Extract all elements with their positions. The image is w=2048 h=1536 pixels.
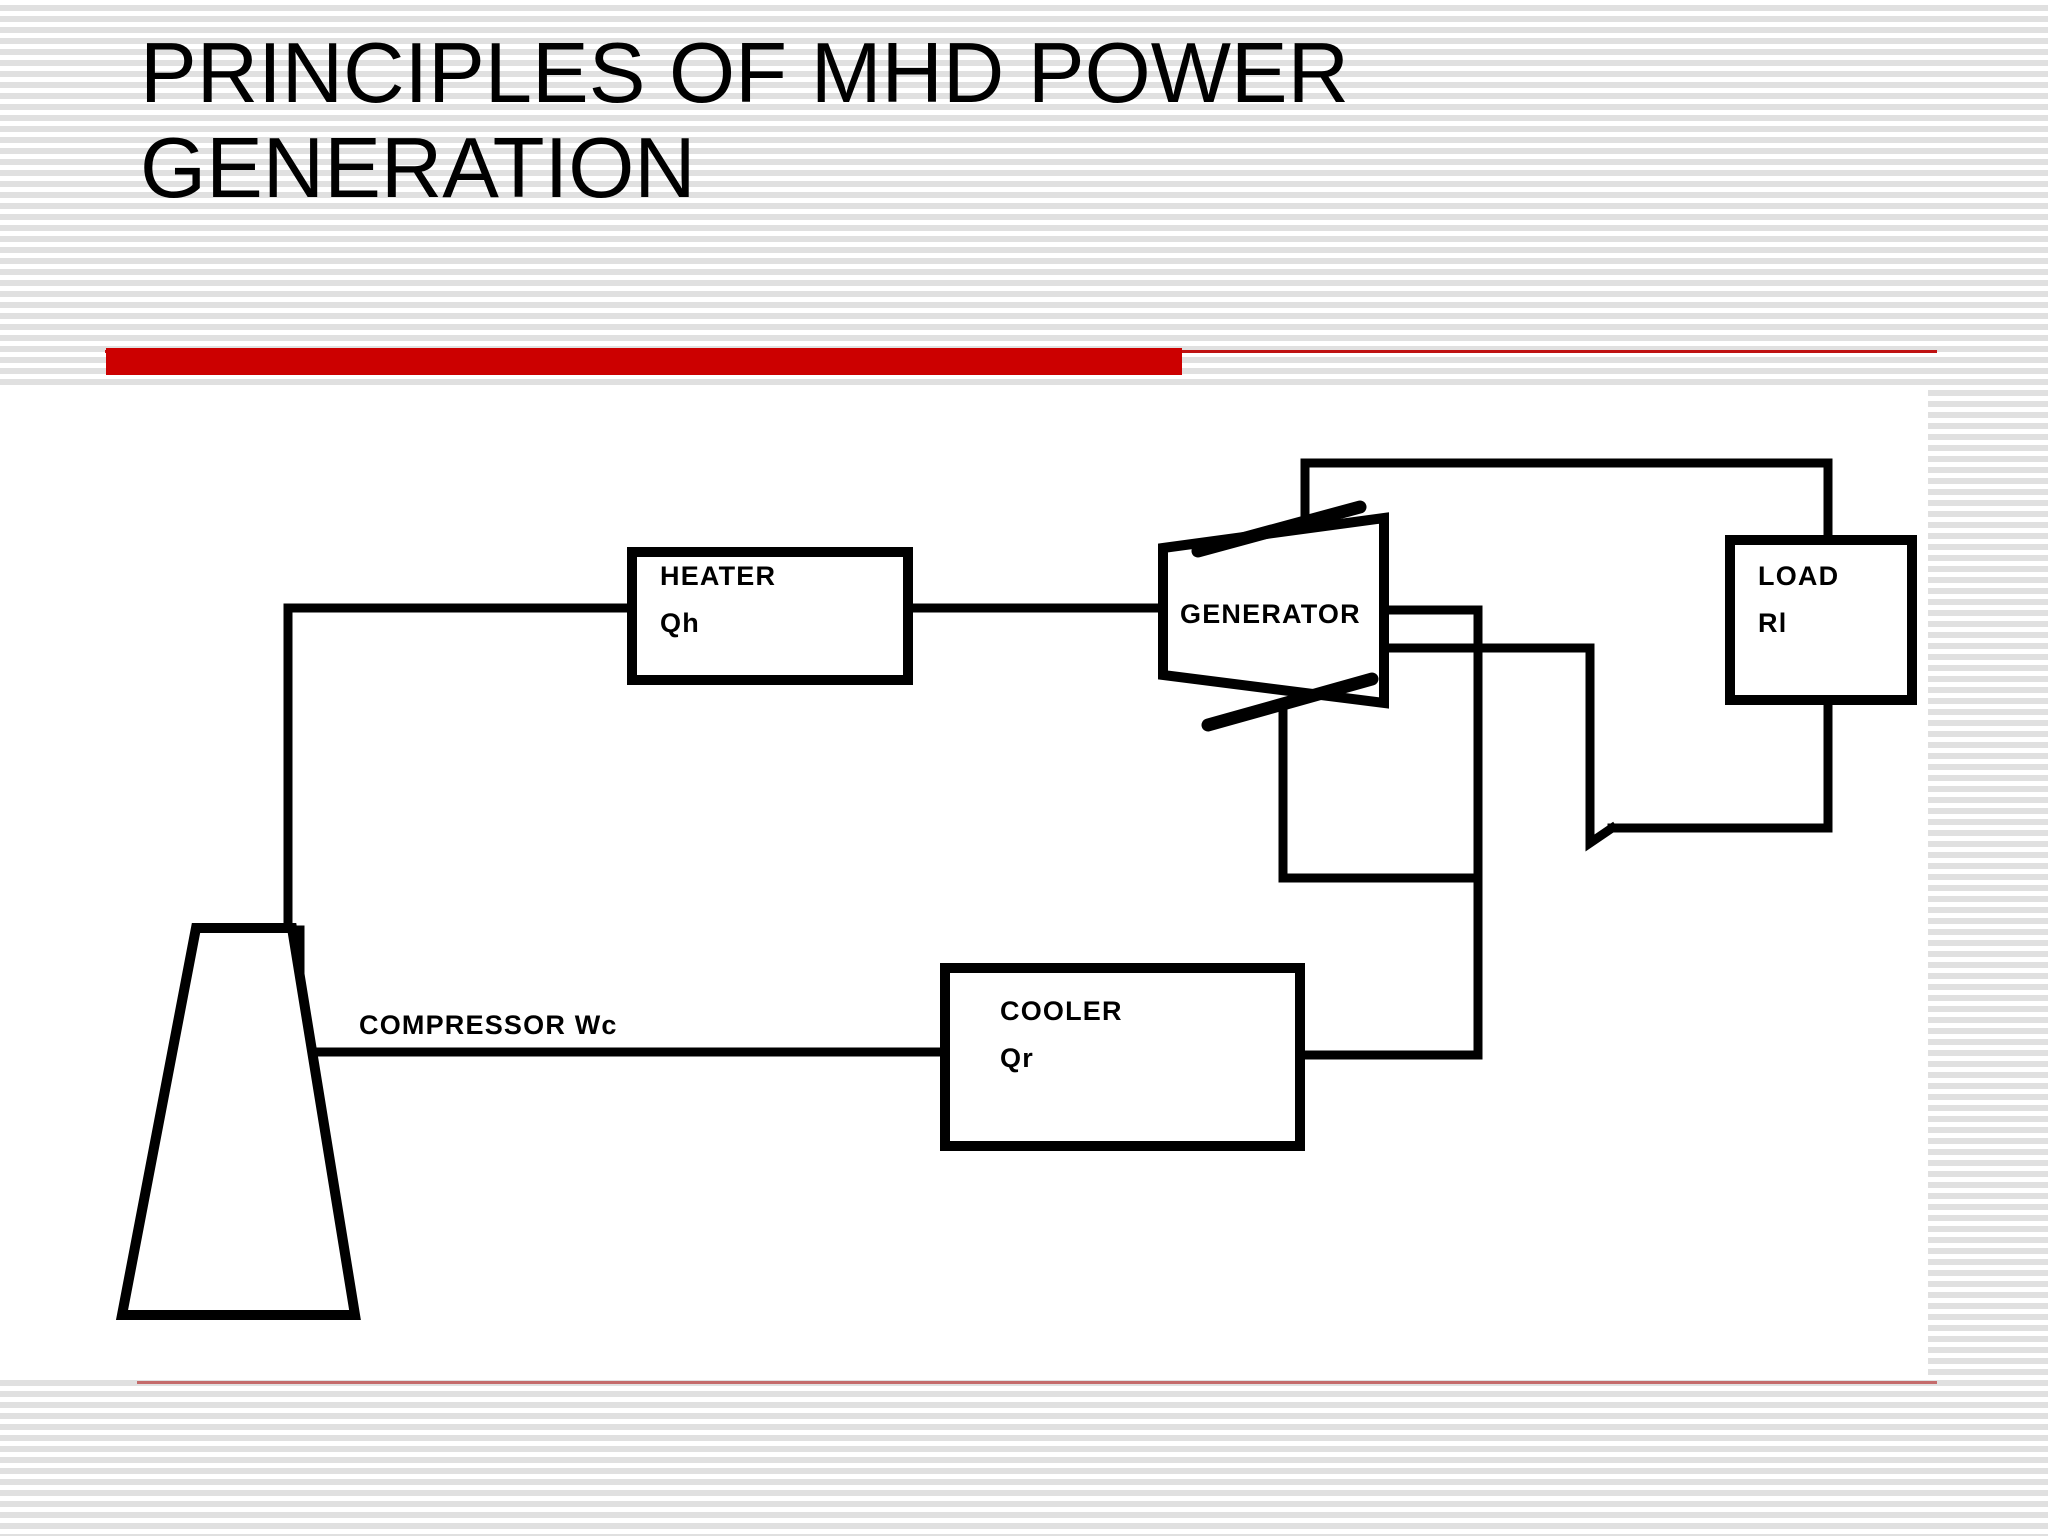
load-box: [1725, 535, 1917, 705]
generator-electrode-bottom: [1201, 672, 1379, 732]
heater-box: [627, 547, 913, 685]
wire-load-to-junction: [1607, 695, 1833, 833]
node-load: LOAD Rl: [1725, 535, 1917, 705]
generator-electrode-top: [1191, 500, 1367, 558]
generator-body: [1158, 512, 1389, 709]
node-compressor: COMPRESSOR Wc: [115, 923, 361, 1320]
node-generator: GENERATOR: [1158, 500, 1389, 732]
compressor-label-text: COMPRESSOR Wc: [355, 1008, 622, 1043]
mhd-cycle-diagram: HEATER Qh GENERATOR LOAD Rl COOLER Qr: [115, 458, 1917, 1320]
heater-label-primary: HEATER: [660, 561, 776, 591]
heater-label-secondary: Qh: [660, 608, 700, 638]
pipe-generator-outlet-b: [1278, 700, 1483, 883]
cooler-label-secondary: Qr: [1000, 1043, 1034, 1073]
wire-junction-to-bottom-electrode: [1295, 643, 1619, 852]
divider-accent-bar: [106, 348, 1182, 375]
cooler-label-primary: COOLER: [1000, 996, 1123, 1026]
footer-accent-line: [137, 1381, 1937, 1384]
cooler-box: [940, 963, 1305, 1151]
pipe-compressor-to-heater: [283, 603, 637, 935]
load-label-secondary: Rl: [1758, 608, 1787, 638]
generator-label: GENERATOR: [1180, 599, 1361, 629]
page-title: PRINCIPLES OF MHD POWER GENERATION: [140, 26, 1350, 217]
load-label-primary: LOAD: [1758, 561, 1839, 591]
compressor-body: [115, 923, 361, 1320]
pipe-generator-outlet-a: [1379, 605, 1483, 880]
node-heater: HEATER Qh: [627, 547, 913, 685]
title-block: PRINCIPLES OF MHD POWER GENERATION: [140, 26, 1640, 226]
node-cooler: COOLER Qr: [940, 963, 1305, 1151]
